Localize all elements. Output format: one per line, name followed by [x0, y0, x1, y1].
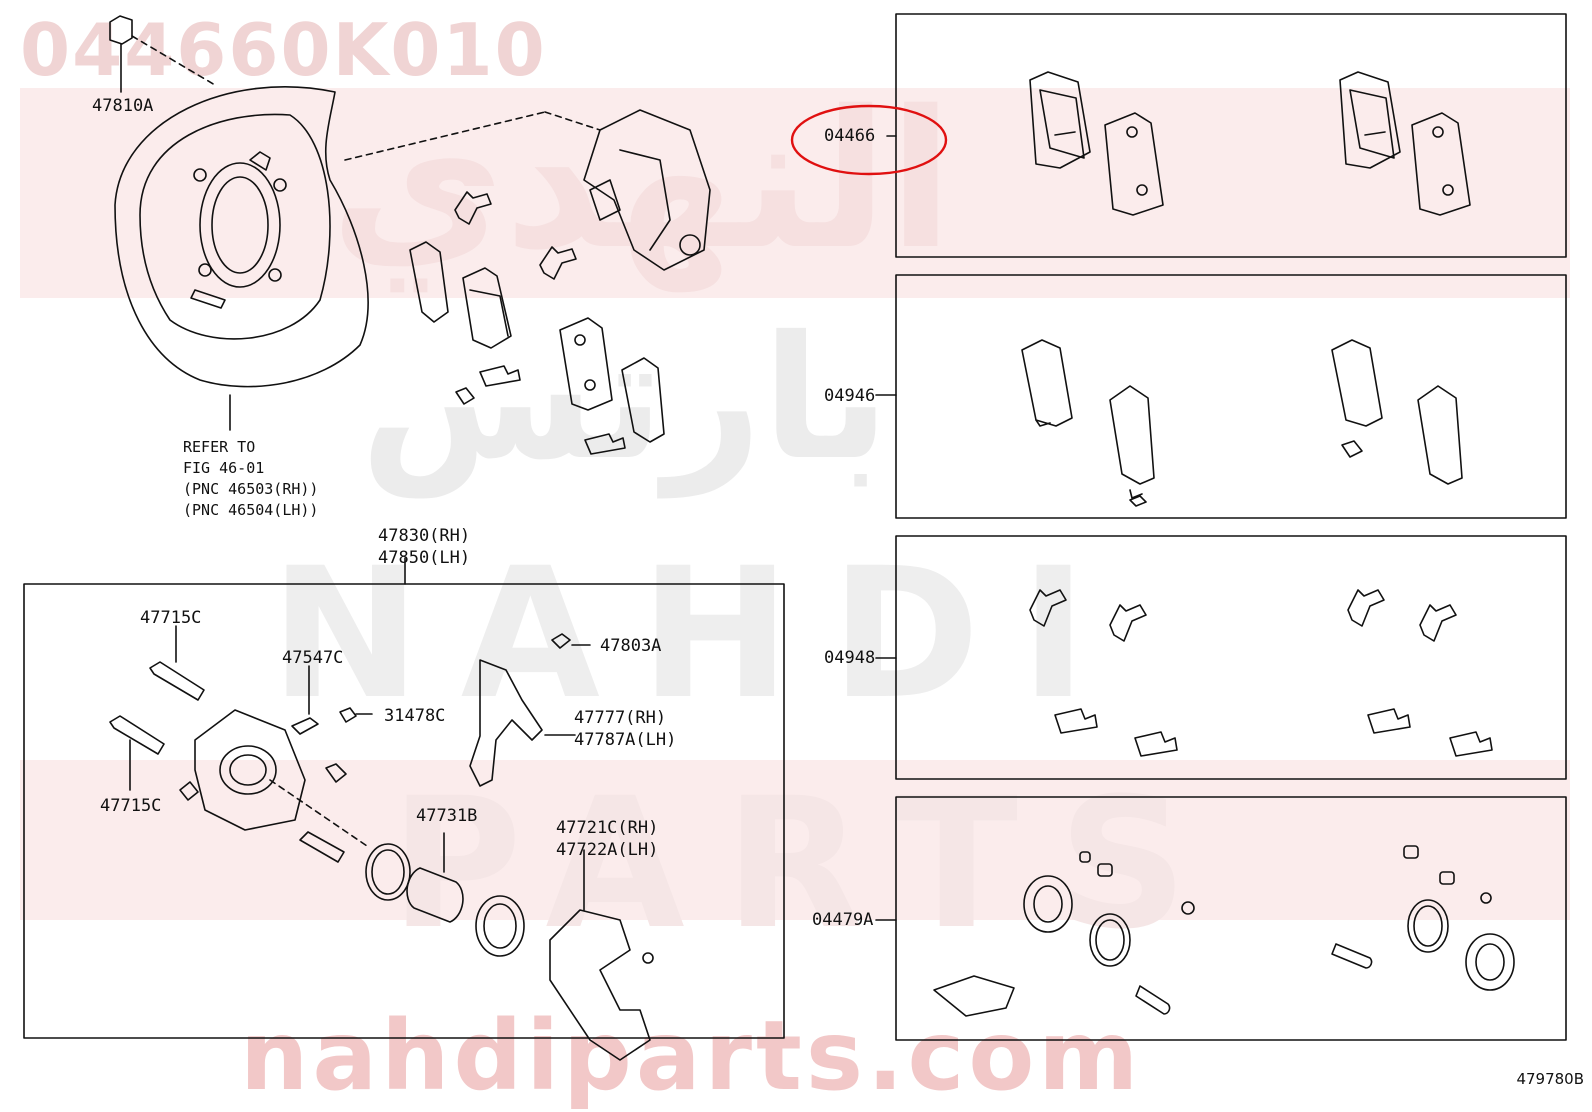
piston-seal-icon — [365, 832, 525, 957]
watermark-website: nahdiparts.com — [240, 1000, 1143, 1112]
label-47787A[interactable]: 47787A(LH) — [574, 730, 677, 750]
label-47731B[interactable]: 47731B — [416, 806, 478, 826]
label-47715C-top[interactable]: 47715C — [140, 608, 202, 628]
refer-note: REFER TO FIG 46-01 (PNC 46503(RH)) (PNC … — [183, 437, 318, 521]
label-31478C[interactable]: 31478C — [384, 706, 446, 726]
shim-icon — [621, 357, 665, 443]
clip-icon — [1029, 589, 1493, 757]
label-47722A[interactable]: 47722A(LH) — [556, 840, 659, 860]
shim-icon — [1021, 339, 1073, 427]
shim-icon — [1331, 339, 1383, 458]
watermark-band-top — [20, 88, 1570, 298]
kit-box-04466 — [895, 13, 1567, 258]
wear-indicator-icon — [469, 659, 576, 787]
shim-icon — [1417, 385, 1463, 485]
brake-pad-icon — [1339, 71, 1401, 169]
kit-box-04946 — [895, 274, 1567, 519]
refer-line-4: (PNC 46504(LH)) — [183, 501, 319, 519]
label-47850[interactable]: 47850(LH) — [378, 548, 471, 568]
bleeder-screw-icon — [109, 15, 133, 93]
caliper-icon — [583, 109, 711, 271]
refer-line-1: REFER TO — [183, 438, 256, 456]
label-47715C-bottom[interactable]: 47715C — [100, 796, 162, 816]
label-04479A[interactable]: 04479A — [812, 910, 874, 930]
shim-icon — [409, 241, 449, 323]
brake-pad-icon — [462, 267, 512, 349]
label-47777[interactable]: 47777(RH) — [574, 708, 667, 728]
label-04946[interactable]: 04946 — [824, 386, 876, 406]
label-04948[interactable]: 04948 — [824, 648, 876, 668]
brake-pad-icon — [1029, 71, 1091, 169]
label-47721C[interactable]: 47721C(RH) — [556, 818, 659, 838]
caliper-bracket-icon — [549, 849, 651, 1061]
seal-kit-icon — [933, 845, 1515, 1017]
watermark-part-number: 044660K010 — [20, 8, 547, 92]
dust-shield-icon — [114, 86, 369, 388]
brake-pad-icon — [559, 317, 613, 411]
watermark-arabic-2: بارتس — [360, 300, 890, 498]
guide-pin-icon — [109, 625, 345, 863]
clip-icon — [454, 191, 626, 455]
label-47810A[interactable]: 47810A — [92, 96, 154, 116]
refer-line-2: FIG 46-01 — [183, 459, 265, 477]
highlight-circle — [790, 104, 948, 176]
label-47547C[interactable]: 47547C — [282, 648, 344, 668]
brake-pad-icon — [1411, 112, 1471, 216]
bolt-icon — [291, 633, 654, 964]
caliper-assembly-box — [23, 583, 785, 1039]
watermark-arabic-1: النهدي — [330, 70, 954, 291]
label-47803A[interactable]: 47803A — [600, 636, 662, 656]
kit-box-04948 — [895, 535, 1567, 780]
kit-box-04479A — [895, 796, 1567, 1041]
diagram-code: 479780B — [1516, 1070, 1584, 1088]
label-47830[interactable]: 47830(RH) — [378, 526, 471, 546]
caliper-icon — [179, 709, 306, 831]
label-04466[interactable]: 04466 — [824, 126, 876, 146]
watermark-band-bottom — [20, 760, 1570, 920]
refer-line-3: (PNC 46503(RH)) — [183, 480, 319, 498]
brake-pad-icon — [1104, 112, 1164, 216]
watermark-brand-1: NAHDI — [270, 530, 1127, 739]
shim-icon — [1109, 385, 1155, 507]
